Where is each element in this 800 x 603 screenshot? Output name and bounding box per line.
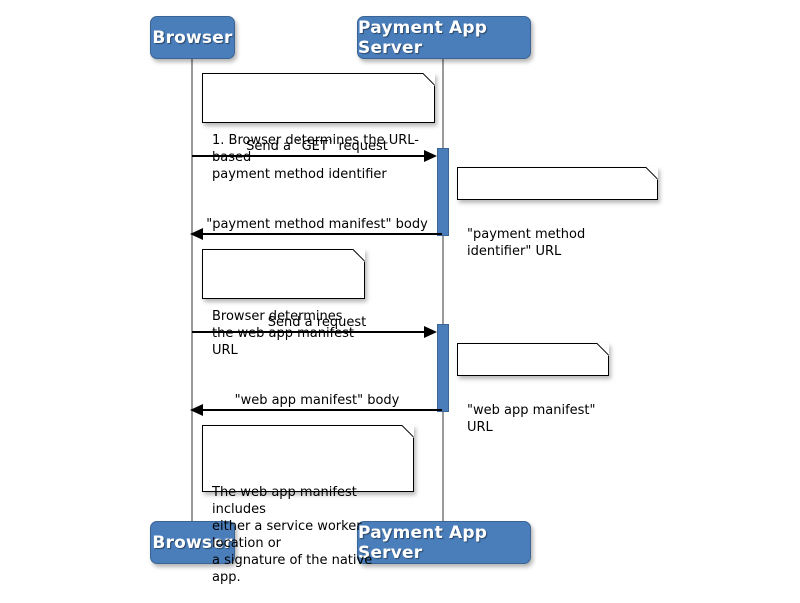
- note-browser-determines-web-app-manifest-url: Browser determines the web app manifest …: [202, 249, 365, 358]
- note-fold-edge-icon: [396, 425, 414, 443]
- note-text: "payment method identifier" URL: [467, 227, 586, 259]
- message-arrow-send-get-request: [192, 155, 435, 157]
- lifeline-browser: [191, 58, 193, 521]
- note-text: Browser determines the web app manifest …: [212, 309, 355, 358]
- participant-browser-top-label: Browser: [152, 27, 233, 48]
- participant-payment-app-server-top[interactable]: Payment App Server: [357, 16, 531, 59]
- sequence-diagram: Browser Payment App Server 1. Browser de…: [0, 0, 800, 587]
- lifeline-payment-app-server: [442, 58, 444, 521]
- note-web-app-manifest-includes: The web app manifest includes either a s…: [202, 425, 414, 585]
- note-web-app-manifest-url: "web app manifest" URL: [457, 343, 609, 435]
- note-payment-method-identifier-url: "payment method identifier" URL: [457, 167, 658, 259]
- arrowhead-left-2: [190, 404, 203, 416]
- note-text: 1. Browser determines the URL-based paym…: [212, 133, 419, 182]
- message-label-send-get-request: Send a `GET` request: [246, 139, 388, 154]
- note-fold-edge-icon: [347, 249, 365, 267]
- participant-payment-app-server-top-label: Payment App Server: [358, 17, 488, 58]
- note-browser-determines-identifier: 1. Browser determines the URL-based paym…: [202, 73, 435, 182]
- note-fold-edge-icon: [591, 343, 609, 361]
- message-label-payment-method-manifest-body: "payment method manifest" body: [206, 217, 428, 232]
- message-label-web-app-manifest-body: "web app manifest" body: [234, 393, 400, 408]
- participant-browser-bottom-label: Browser: [152, 532, 233, 553]
- participant-browser-top[interactable]: Browser: [150, 16, 235, 59]
- participant-payment-app-server-bottom-label: Payment App Server: [358, 522, 488, 563]
- participant-browser-bottom[interactable]: Browser: [150, 521, 235, 564]
- arrowhead-left-1: [190, 228, 203, 240]
- activation-bar-2: [437, 324, 449, 412]
- participant-payment-app-server-bottom[interactable]: Payment App Server: [357, 521, 531, 564]
- arrowhead-right-2: [424, 326, 437, 338]
- note-fold-edge-icon: [417, 73, 435, 91]
- message-arrow-send-a-request: [192, 331, 435, 333]
- message-label-send-a-request: Send a request: [267, 315, 367, 330]
- message-arrow-payment-method-manifest-body: [199, 233, 442, 235]
- note-text: "web app manifest" URL: [467, 403, 596, 435]
- arrowhead-right-1: [424, 150, 437, 162]
- activation-bar-1: [437, 148, 449, 236]
- note-fold-edge-icon: [640, 167, 658, 185]
- note-text: The web app manifest includes either a s…: [212, 485, 373, 585]
- message-arrow-web-app-manifest-body: [199, 409, 442, 411]
